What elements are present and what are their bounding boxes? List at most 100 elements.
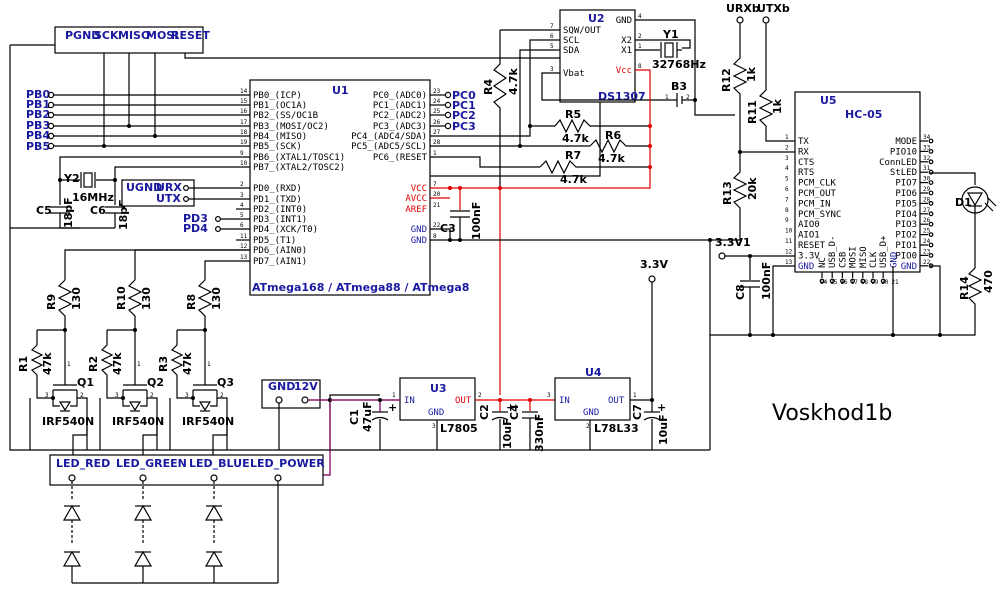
r4-value: 4.7k [507, 68, 520, 95]
c8-value: 100nF [760, 262, 773, 300]
r-pull-value: 47k [111, 352, 124, 375]
c2-value: 10uF [501, 418, 514, 449]
r12-value: 1k [745, 66, 758, 82]
r12-ref: R12 [720, 68, 733, 92]
u5-right-pin-num: 25 [923, 228, 931, 235]
u1-power-pin-label: VCC [411, 184, 427, 194]
u4-ref: U4 [585, 366, 602, 379]
u1-left-pin-label: PB2_(SS/OC1B [253, 111, 318, 121]
u2-pin-num: 1 [638, 43, 642, 50]
fet-name: IRF540N [182, 415, 234, 428]
r7-ref: R7 [565, 149, 581, 162]
u5-left-pin-label: RESET [798, 241, 826, 251]
uart-label-ugnd: UGND [126, 181, 162, 194]
u1-power-pin-num: 21 [433, 202, 441, 209]
u1-left-pin-num: 12 [240, 243, 248, 250]
u1-left-pin-label: PD6_(AIN0) [253, 246, 307, 256]
schematic-title: Voskhod1b [772, 401, 892, 426]
u1-left-pin-num: 2 [240, 181, 244, 188]
u1-right-pin-label: PC0_(ADC0) [373, 91, 427, 101]
u3-pin3: 3 [432, 423, 436, 430]
resistor-r4: R4 4.7k [482, 29, 555, 190]
r-pull-value: 47k [41, 352, 54, 375]
u1-left-pin-label: PD2_(INT0) [253, 205, 307, 215]
fet-pin-num: 2 [220, 392, 224, 399]
pd4-label: PD4 [183, 222, 208, 235]
u5-left-pin-label: PCM_OUT [798, 189, 837, 199]
d1-ref: D1 [955, 196, 972, 209]
u1-left-pin-label: PB3_(MOSI/OC2) [253, 122, 329, 132]
led-string-2 [133, 481, 153, 583]
r-gate-value: 130 [140, 287, 153, 310]
c1-plus: + [388, 401, 397, 414]
u2-pin-num: 2 [638, 33, 642, 40]
u5-right-pin-num: 30 [923, 176, 931, 183]
pc2-label: PC2 [452, 109, 476, 122]
u5-right-pin-num: 24 [923, 238, 931, 245]
c5-value: 18pF [62, 197, 75, 228]
port-c-labels: PC0 PC1 PC2 PC3 [444, 89, 476, 133]
u5-right-pin-num: 28 [923, 196, 931, 203]
port-b-wires [47, 91, 250, 150]
u1-gnd-pin-num: 22 [433, 222, 441, 229]
led-strings [62, 481, 224, 583]
u1-left-pin-num: 4 [240, 202, 244, 209]
u1-left-pin-label: PB6_(XTAL1/TOSC1) [253, 153, 345, 163]
regulator-u4: U4 IN OUT GND L78L33 3 1 2 [547, 366, 652, 450]
u5-right-pin-label: PIO2 [895, 231, 917, 241]
u4-pin1: 1 [633, 392, 637, 399]
u1-left-pin-label: PB4_(MISO) [253, 132, 307, 142]
u2-pin-label: GND [616, 16, 632, 26]
fet-pin-num: 3 [185, 392, 189, 399]
r6-ref: R6 [605, 129, 621, 142]
uart-header: UGND URX UTX [121, 179, 250, 207]
pb3-label: PB3 [26, 119, 50, 132]
r5-value: 4.7k [562, 132, 589, 145]
u1-gnd-pin-label: GND [411, 236, 427, 246]
net-3v3-top: 3.3V [640, 258, 668, 271]
u1-left-pin-label: PD5_(T1) [253, 236, 296, 246]
u1-right-pin-num: 26 [433, 119, 441, 126]
u5-ref: U5 [820, 94, 837, 107]
r-gate-ref: R9 [45, 294, 58, 310]
bt-resistors: URXb UTXb R12 1k R11 1k R13 20k [708, 2, 795, 242]
u1-left-pin-label: PD4_(XCK/T0) [253, 225, 318, 235]
u5-left-pin-num: 1 [785, 134, 789, 141]
isp-label-mosi: MOSI [146, 29, 178, 42]
u1-left-pin-num: 16 [240, 108, 248, 115]
fet-ref: Q1 [77, 376, 94, 389]
u2-pin-label: SCL [563, 36, 579, 46]
c6-value: 18pF [117, 199, 130, 230]
u5-left-pin-num: 2 [785, 144, 789, 151]
u4-name: L78L33 [594, 422, 639, 435]
u5-right-pin-num: 31 [923, 165, 931, 172]
u1-right-pin-label: PC4_(ADC4/SDA) [351, 132, 427, 142]
r13-ref: R13 [721, 181, 734, 205]
u5-left-pin-label: PCM_SYNC [798, 210, 841, 220]
capacitor-c7: 3.3V C7 10uF + [631, 258, 670, 450]
u1-right-pin-label: PC3_(ADC3) [373, 122, 427, 132]
u5-bottom-pin-label: NC [818, 257, 828, 268]
u1-ref: U1 [332, 84, 349, 97]
b3-pin1: 1 [665, 94, 669, 101]
u1-right-pin-num: 23 [433, 88, 441, 95]
u5-left-pin-num: 3 [785, 155, 789, 162]
u1-right-pins: 23PC0_(ADC0)24PC1_(ADC1)25PC2_(ADC2)26PC… [351, 88, 445, 163]
u1-body [249, 79, 431, 296]
u4-pin2: 2 [586, 423, 590, 430]
c1-ref: C1 [348, 409, 361, 425]
u1-left-pin-num: 6 [240, 222, 244, 229]
r-gate-ref: R8 [185, 294, 198, 310]
uart-label-utx: UTX [156, 192, 181, 205]
u5-left-pin-label: TX [798, 137, 809, 147]
u5-left-pin-num: 4 [785, 165, 789, 172]
utxb-label: UTXb [757, 2, 790, 15]
r11-value: 1k [771, 98, 784, 114]
u5-right-pin-label: StLED [890, 168, 917, 178]
u4-out-label: OUT [608, 396, 625, 406]
led-label-power: LED_POWER [250, 457, 325, 470]
u2-pin-num: 4 [638, 13, 642, 20]
